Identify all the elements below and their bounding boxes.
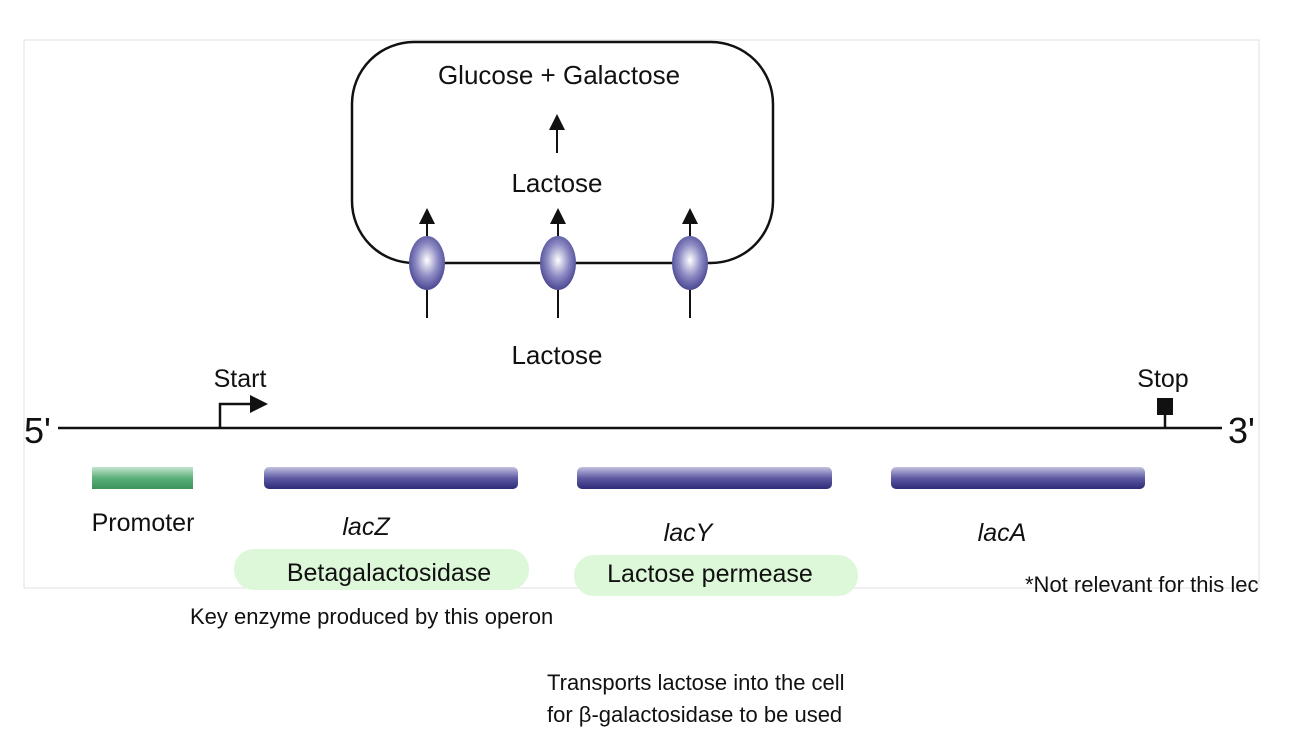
promoter-label: Promoter <box>92 509 195 537</box>
lacZ-label: lacZ <box>342 513 390 541</box>
start-arrow-icon <box>218 402 252 428</box>
inside-lactose-label: Lactose <box>511 168 602 198</box>
lacZ-note: Key enzyme produced by this operon <box>190 604 553 629</box>
permease-1 <box>409 208 445 318</box>
outside-lactose-label: Lactose <box>511 340 602 370</box>
lacY-bar <box>577 467 832 489</box>
permease-2 <box>540 208 576 318</box>
permease-icon <box>672 236 708 290</box>
lacY-product-highlight <box>574 555 858 596</box>
lacY-note-line2: for β-galactosidase to be used <box>547 702 842 727</box>
lacZ-product-highlight <box>234 549 529 590</box>
stop-square-icon <box>1157 398 1173 415</box>
start-label: Start <box>214 365 267 393</box>
permease-icon <box>409 236 445 290</box>
lacZ-bar <box>264 467 518 489</box>
lacY-product-label: Lactose permease <box>607 560 813 588</box>
promoter-bar <box>92 467 193 489</box>
five-prime-label: 5' <box>24 410 51 451</box>
permease-icon <box>540 236 576 290</box>
lacY-label: lacY <box>664 519 715 547</box>
permease-3 <box>672 208 708 318</box>
lacY-note-line1: Transports lactose into the cell <box>547 670 845 695</box>
products-label: Glucose + Galactose <box>438 60 680 90</box>
lacA-label: lacA <box>978 519 1027 547</box>
figure-frame <box>23 39 1260 589</box>
three-prime-label: 3' <box>1228 410 1255 451</box>
lacA-bar <box>891 467 1145 489</box>
start-arrowhead-icon <box>250 395 268 413</box>
lacZ-product-label: Betagalactosidase <box>287 559 491 587</box>
lacA-note: *Not relevant for this lec <box>1025 572 1259 597</box>
stop-label: Stop <box>1137 365 1188 393</box>
